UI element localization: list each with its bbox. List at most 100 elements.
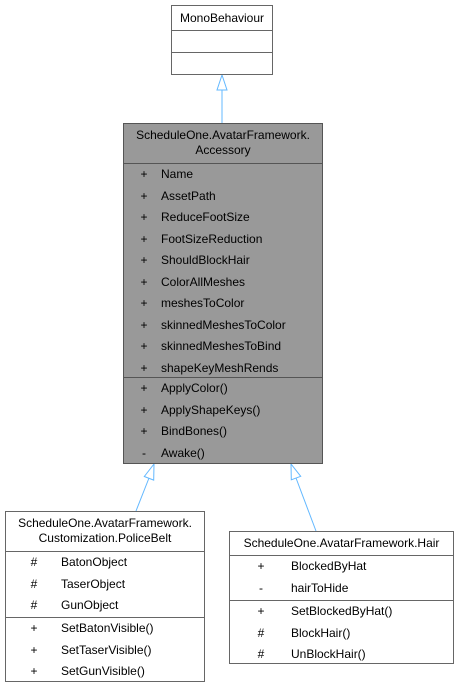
visibility-marker: + xyxy=(140,424,148,438)
operations-section: + SetBlockedByHat() # BlockHair() # UnBlock… xyxy=(230,601,453,665)
visibility-marker: + xyxy=(30,642,38,657)
attribute-name: AssetPath xyxy=(161,188,216,203)
attribute-name: skinnedMeshesToColor xyxy=(161,317,286,332)
attribute-name: ColorAllMeshes xyxy=(161,274,246,289)
operation-row[interactable]: + SetBlockedByHat() xyxy=(230,601,453,623)
operation-name: BindBones() xyxy=(161,424,228,438)
attribute-row[interactable]: # TaserObject xyxy=(6,574,204,596)
operation-name: ApplyShapeKeys() xyxy=(161,402,261,417)
class-name-line1: ScheduleOne.AvatarFramework. xyxy=(136,128,310,142)
visibility-marker: + xyxy=(140,167,148,181)
operation-row[interactable]: -Awake() xyxy=(124,443,322,465)
class-name: MonoBehaviour xyxy=(179,11,265,25)
class-policebelt[interactable]: ScheduleOne.AvatarFramework. Customizati… xyxy=(5,511,205,682)
visibility-marker: + xyxy=(140,296,148,310)
attribute-name: BatonObject xyxy=(61,555,128,569)
visibility-marker: + xyxy=(140,188,148,203)
visibility-marker: - xyxy=(142,445,146,460)
attribute-name: ShouldBlockHair xyxy=(161,253,250,267)
operation-row[interactable]: # BlockHair() xyxy=(230,623,453,645)
class-accessory[interactable]: ScheduleOne.AvatarFramework. Accessory +… xyxy=(123,123,323,464)
operation-name: SetTaserVisible() xyxy=(61,642,152,657)
operation-row[interactable]: # UnBlockHair() xyxy=(230,644,453,666)
inheritance-arrowhead xyxy=(216,73,228,91)
attribute-row[interactable]: + ColorAllMeshes xyxy=(124,272,322,294)
visibility-marker: # xyxy=(30,598,38,612)
operation-name: UnBlockHair() xyxy=(291,647,366,661)
visibility-marker: - xyxy=(259,580,263,595)
attribute-row[interactable]: # BatonObject xyxy=(6,552,204,574)
visibility-marker: # xyxy=(30,576,38,591)
visibility-marker: # xyxy=(30,555,38,569)
class-name-line1: ScheduleOne.AvatarFramework. xyxy=(18,516,192,530)
inheritance-arrowhead xyxy=(143,462,155,481)
visibility-marker: + xyxy=(140,231,148,246)
operations-section: + SetBatonVisible() + SetTaserVisible() + S… xyxy=(6,618,204,682)
attribute-row[interactable]: + AssetPath xyxy=(124,186,322,208)
class-title: ScheduleOne.AvatarFramework. Customizati… xyxy=(6,512,204,552)
operation-name: ApplyColor() xyxy=(161,381,228,395)
attribute-row[interactable]: + skinnedMeshesToColor xyxy=(124,315,322,337)
visibility-marker: # xyxy=(257,647,265,661)
operation-name: SetBatonVisible() xyxy=(61,621,154,635)
operation-row[interactable]: + SetGunVisible() xyxy=(6,661,204,683)
visibility-marker: + xyxy=(140,381,148,395)
visibility-marker: + xyxy=(140,402,148,417)
class-name-line2: Accessory xyxy=(195,143,251,157)
attribute-row[interactable]: - hairToHide xyxy=(230,578,453,600)
attribute-name: FootSizeReduction xyxy=(161,231,263,246)
visibility-marker: + xyxy=(140,253,148,267)
attribute-row[interactable]: + BlockedByHat xyxy=(230,556,453,578)
operation-row[interactable]: + SetBatonVisible() xyxy=(6,618,204,640)
visibility-marker: + xyxy=(257,604,265,618)
operation-row[interactable]: + SetTaserVisible() xyxy=(6,640,204,662)
operations-section: + ApplyColor() + ApplyShapeKeys() + BindBon… xyxy=(124,378,322,464)
operation-row[interactable]: + BindBones() xyxy=(124,421,322,443)
operation-row[interactable]: + ApplyShapeKeys() xyxy=(124,400,322,422)
attribute-row[interactable]: # GunObject xyxy=(6,595,204,617)
attributes-section: # BatonObject # TaserObject # GunObject xyxy=(6,552,204,618)
visibility-marker: + xyxy=(30,621,38,635)
attribute-name: meshesToColor xyxy=(161,296,245,310)
attribute-name: BlockedByHat xyxy=(291,559,367,573)
attribute-name: TaserObject xyxy=(61,576,126,591)
attributes-section: + Name + AssetPath + ReduceFootSize + FootSi… xyxy=(124,164,322,378)
attribute-name: hairToHide xyxy=(291,580,349,595)
visibility-marker: + xyxy=(140,360,148,375)
class-name: ScheduleOne.AvatarFramework.Hair xyxy=(243,536,440,550)
class-title: ScheduleOne.AvatarFramework.Hair xyxy=(230,532,453,556)
attributes-section: + BlockedByHat - hairToHide xyxy=(230,556,453,601)
class-name-line2: Customization.PoliceBelt xyxy=(38,531,172,545)
edge-policebelt-to-accessory xyxy=(135,477,150,512)
visibility-marker: + xyxy=(140,210,148,224)
attribute-name: shapeKeyMeshRends xyxy=(161,360,279,375)
attribute-row[interactable]: + shapeKeyMeshRends xyxy=(124,358,322,380)
operation-name: BlockHair() xyxy=(291,625,351,640)
attribute-name: GunObject xyxy=(61,598,119,612)
attribute-row[interactable]: + meshesToColor xyxy=(124,293,322,315)
edge-hair-to-accessory xyxy=(295,477,317,532)
operation-name: SetBlockedByHat() xyxy=(291,604,393,618)
visibility-marker: + xyxy=(30,664,38,678)
attribute-name: Name xyxy=(161,167,194,181)
attribute-row[interactable]: + skinnedMeshesToBind xyxy=(124,336,322,358)
attribute-row[interactable]: + ReduceFootSize xyxy=(124,207,322,229)
attributes-section xyxy=(172,31,272,53)
attribute-row[interactable]: + Name xyxy=(124,164,322,186)
operation-row[interactable]: + ApplyColor() xyxy=(124,378,322,400)
visibility-marker: + xyxy=(257,559,265,573)
visibility-marker: # xyxy=(257,625,265,640)
class-hair[interactable]: ScheduleOne.AvatarFramework.Hair + Blocke… xyxy=(229,531,454,664)
attribute-name: skinnedMeshesToBind xyxy=(161,339,282,353)
attribute-row[interactable]: + ShouldBlockHair xyxy=(124,250,322,272)
class-title: ScheduleOne.AvatarFramework. Accessory xyxy=(124,124,322,164)
class-monobehaviour[interactable]: MonoBehaviour xyxy=(171,5,273,75)
visibility-marker: + xyxy=(140,274,148,289)
operation-name: SetGunVisible() xyxy=(61,664,145,678)
attribute-name: ReduceFootSize xyxy=(161,210,250,224)
visibility-marker: + xyxy=(140,317,148,332)
visibility-marker: + xyxy=(140,339,148,353)
attribute-row[interactable]: + FootSizeReduction xyxy=(124,229,322,251)
operation-name: Awake() xyxy=(161,445,205,460)
